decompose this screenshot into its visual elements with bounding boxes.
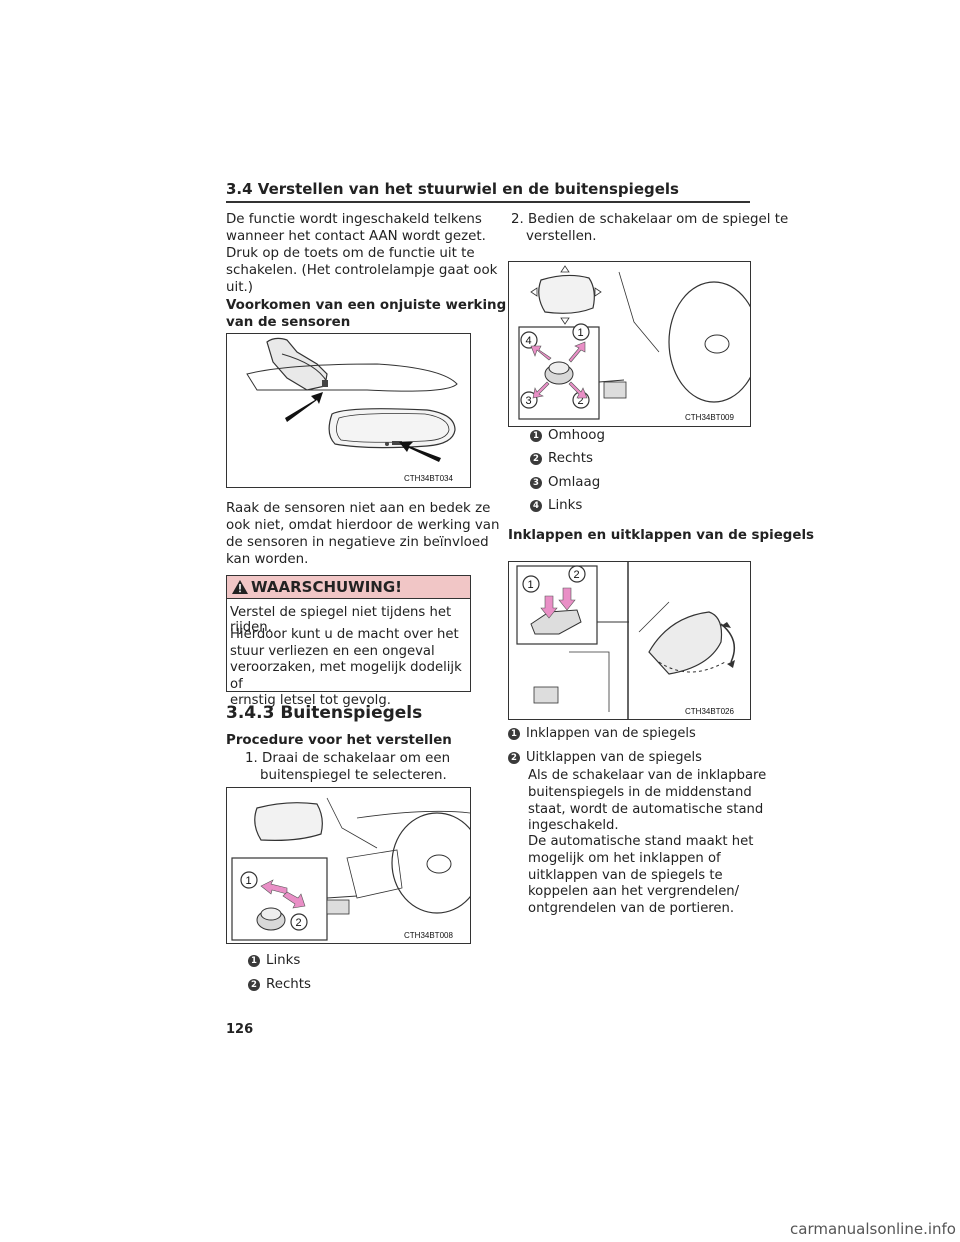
- legend-label: Omlaag: [548, 475, 601, 490]
- svg-text:1: 1: [578, 327, 584, 339]
- step-line: verstellen.: [526, 229, 597, 244]
- paragraph-line: uitklappen van de spiegels te: [528, 867, 723, 883]
- sensor-line: ook niet, omdat hierdoor de werking van: [226, 518, 500, 533]
- warning-body-line: Hierdoor kunt u de macht over het: [230, 627, 459, 642]
- warning-body-line: stuur verliezen en een ongeval: [230, 643, 435, 659]
- figure-caption: CTH34BT008: [404, 931, 453, 940]
- number-badge: 2: [530, 453, 542, 465]
- sensor-line: Raak de sensoren niet aan en bedek ze: [226, 501, 491, 516]
- intro-line: schakelen. (Het controlelampje gaat ook: [226, 263, 498, 278]
- figure-caption: CTH34BT034: [404, 474, 453, 483]
- legend-item: 2 Rechts: [530, 451, 593, 466]
- section-title: 3.4.3 Buitenspiegels: [226, 703, 423, 723]
- figure-rearview-mirror: [226, 333, 471, 488]
- legend-label: Uitklappen van de spiegels: [526, 750, 702, 765]
- svg-text:2: 2: [574, 569, 580, 581]
- step-line: buitenspiegel te selecteren.: [260, 768, 447, 783]
- sensor-line: de sensoren in negatieve zin beïnvloed: [226, 535, 489, 550]
- number-badge: 3: [530, 477, 542, 489]
- paragraph-line: staat, wordt de automatische stand: [528, 801, 764, 817]
- rearview-mirror-illustration: [246, 337, 458, 462]
- legend-item: 2 Uitklappen van de spiegels: [508, 750, 702, 765]
- auto-mode-paragraph-2: De automatische stand maakt het mogelijk…: [528, 834, 753, 918]
- warning-line: Verstel de spiegel niet tijdens het rijd…: [230, 605, 452, 635]
- figure-mirror-select: 1 2: [226, 787, 471, 944]
- sensor-subheading: Voorkomen van een onjuiste werking van d…: [226, 297, 506, 331]
- figure-mirror-folding: 1 2: [508, 561, 751, 720]
- auto-mode-paragraph: Als de schakelaar van de inklapbare buit…: [528, 768, 766, 835]
- step-1: 1. Draai de schakelaar om een buitenspie…: [245, 750, 450, 784]
- figure-mirror-adjust: 4 1 3 2: [508, 261, 751, 427]
- warning-box: WAARSCHUWING! Verstel de spiegel niet ti…: [226, 575, 471, 708]
- warning-body-line: ernstig letsel tot gevolg.: [230, 693, 391, 708]
- number-badge: 4: [530, 500, 542, 512]
- intro-line: Druk op de toets om de functie uit te: [226, 246, 475, 261]
- svg-text:1: 1: [528, 579, 534, 591]
- number-badge: 1: [530, 430, 542, 442]
- svg-text:1: 1: [246, 875, 252, 887]
- figure-caption: CTH34BT026: [685, 707, 734, 716]
- intro-line: De functie wordt ingeschakeld telkens: [226, 212, 482, 227]
- legend-item: 1 Omhoog: [530, 428, 605, 443]
- warning-title: WAARSCHUWING!: [251, 578, 403, 596]
- svg-text:3: 3: [526, 395, 532, 407]
- intro-line: wanneer het contact AAN wordt gezet.: [226, 229, 486, 244]
- paragraph-line: mogelijk om het inklappen of: [528, 850, 721, 866]
- subheading-line: Voorkomen van een onjuiste werking: [226, 298, 507, 313]
- warning-body-line: veroorzaken, met mogelijk dodelijk of: [230, 660, 462, 692]
- mirror-folding-illustration: 1 2: [516, 562, 736, 719]
- number-badge: 2: [248, 979, 260, 991]
- paragraph-line: De automatische stand maakt het: [528, 834, 754, 849]
- number-badge: 1: [248, 955, 260, 967]
- legend-item: 4 Links: [530, 498, 582, 513]
- warning-body: Hierdoor kunt u de macht over het stuur …: [230, 627, 470, 710]
- figure-caption: CTH34BT009: [685, 413, 734, 422]
- paragraph-line: buitenspiegels in de middenstand: [528, 784, 752, 800]
- warning-header: WAARSCHUWING!: [227, 576, 470, 599]
- section-header: 3.4 Verstellen van het stuurwiel en de b…: [226, 180, 679, 198]
- number-badge: 2: [508, 752, 520, 764]
- svg-text:2: 2: [296, 917, 302, 929]
- procedure-heading: Procedure voor het verstellen: [226, 733, 452, 748]
- legend-label: Links: [266, 953, 301, 968]
- legend-item: 2 Rechts: [248, 977, 311, 992]
- folding-subheading: Inklappen en uitklappen van de spiegels: [508, 528, 815, 543]
- footer-watermark[interactable]: carmanualsonline.info: [790, 1220, 956, 1238]
- intro-line: uit.): [226, 280, 253, 295]
- legend-item: 1 Inklappen van de spiegels: [508, 726, 696, 741]
- legend-item: 3 Omlaag: [530, 475, 600, 490]
- svg-text:4: 4: [526, 335, 532, 347]
- svg-text:2: 2: [578, 395, 584, 407]
- number-badge: 1: [508, 728, 520, 740]
- step-2: 2. Bedien de schakelaar om de spiegel te…: [511, 211, 788, 245]
- legend-label: Inklappen van de spiegels: [526, 726, 696, 741]
- mirror-adjust-illustration: 4 1 3 2: [518, 265, 750, 420]
- mirror-select-illustration: 1 2: [231, 797, 470, 941]
- intro-paragraph: De functie wordt ingeschakeld telkens wa…: [226, 211, 497, 296]
- paragraph-line: koppelen aan het vergrendelen/: [528, 884, 740, 900]
- legend-label: Rechts: [266, 977, 312, 992]
- sensor-paragraph: Raak de sensoren niet aan en bedek ze oo…: [226, 500, 499, 568]
- warning-icon: [232, 576, 248, 598]
- paragraph-line: ingeschakeld.: [528, 818, 619, 834]
- legend-label: Links: [548, 498, 583, 513]
- subheading-line: van de sensoren: [226, 315, 351, 330]
- step-line: 1. Draai de schakelaar om een: [245, 751, 451, 766]
- paragraph-line: Als de schakelaar van de inklapbare: [528, 768, 767, 783]
- step-line: 2. Bedien de schakelaar om de spiegel te: [511, 212, 789, 227]
- page-number: 126: [226, 1022, 254, 1037]
- sensor-line: kan worden.: [226, 552, 309, 567]
- legend-label: Rechts: [548, 451, 594, 466]
- paragraph-line: ontgrendelen van de portieren.: [528, 901, 735, 917]
- legend-item: 1 Links: [248, 953, 300, 968]
- legend-label: Omhoog: [548, 428, 605, 443]
- header-divider: [226, 201, 750, 203]
